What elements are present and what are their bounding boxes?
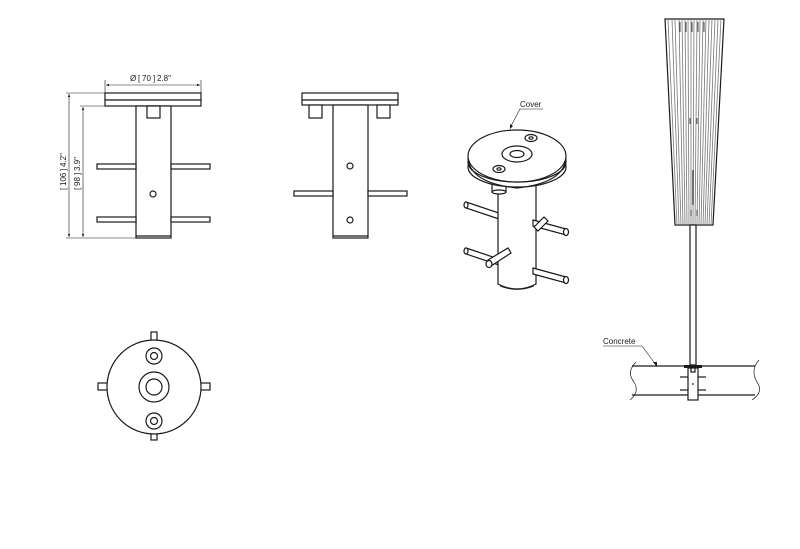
dimension-height-total: [ 106 ] 4.2"	[59, 92, 136, 239]
diameter-mm: 70	[142, 74, 151, 83]
svg-text:[: [	[59, 187, 68, 190]
dimension-diameter: Ø [ 70 ] 2.8"	[104, 74, 202, 93]
concrete-label: Concrete	[603, 337, 636, 346]
height-tube-mm: 98	[73, 177, 82, 186]
svg-text:[: [	[73, 187, 82, 190]
height-tube-in: 3.9"	[73, 157, 82, 171]
svg-text:]: ]	[153, 74, 155, 83]
height-total-in: 4.2"	[59, 153, 68, 167]
front-view	[96, 92, 211, 239]
cover-callout: Cover	[510, 100, 543, 129]
diameter-symbol: Ø	[130, 74, 136, 83]
height-total-mm: 106	[59, 172, 68, 186]
diameter-in: 2.8"	[157, 74, 171, 83]
svg-text:]: ]	[73, 173, 82, 175]
top-view	[97, 331, 211, 441]
dimension-height-tube: [ 98 ] 3.9"	[73, 105, 105, 237]
svg-text:]: ]	[59, 169, 68, 171]
svg-text:[: [	[138, 74, 141, 83]
side-view	[293, 92, 408, 239]
installed-view	[629, 18, 760, 401]
concrete-callout: Concrete	[603, 337, 657, 367]
cover-label: Cover	[520, 100, 542, 109]
iso-view	[463, 129, 570, 290]
